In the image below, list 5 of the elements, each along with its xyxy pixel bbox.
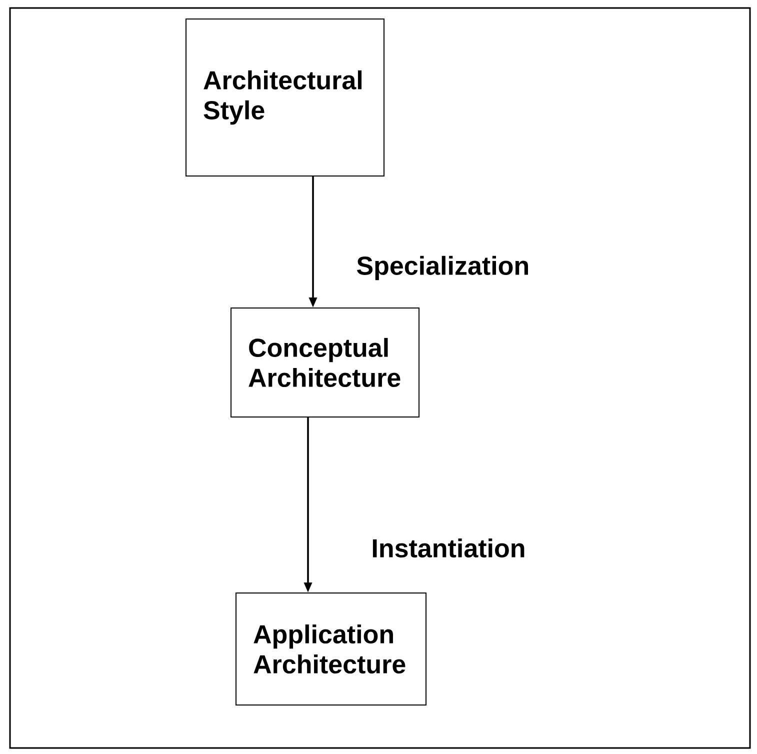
process-box: Application Architecture: [236, 592, 426, 706]
process-box: Architectural Style: [186, 18, 384, 176]
edge-label: Instantiation: [372, 538, 524, 558]
edge-label: Specialization: [356, 256, 528, 280]
process-box: Conceptual Architecture: [230, 308, 420, 418]
